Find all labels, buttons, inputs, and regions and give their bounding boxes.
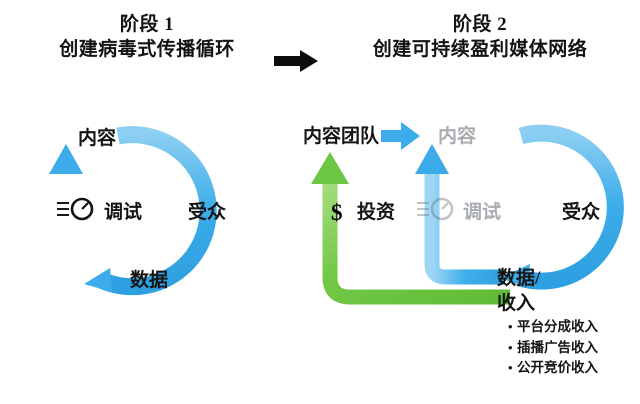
list-item: • 平台分成收入 [508,319,638,335]
list-item-label: 公开竞价收入 [517,360,598,376]
right-cycle-outer-arc [500,124,624,290]
right-cycle-feedback-arrow [415,144,505,285]
right-label-audience: 受众 [562,202,601,223]
left-label-tune: 调试 [104,202,143,223]
list-item: • 公开竞价收入 [508,361,638,376]
right-label-invest: 投资 [357,202,396,223]
stage-1-title: 阶段 1 创建病毒式传播循环 [22,12,272,62]
left-cycle-feedback-arrow [49,144,83,278]
investment-loop-arrow [311,152,510,305]
stage-2-title: 阶段 2 创建可持续盈利媒体网络 [330,12,630,62]
stage-2-title-line2: 创建可持续盈利媒体网络 [372,39,588,61]
revenue-items-list: • 平台分成收入 • 插播广告收入 • 公开竞价收入 [508,319,638,382]
right-label-content-team: 内容团队 [303,126,380,147]
stage-1-title-line2: 创建病毒式传播循环 [59,39,235,61]
bullet-icon: • [508,339,513,355]
right-speedometer-icon [416,196,460,222]
stage-header: 阶段 1 创建病毒式传播循环 阶段 2 创建可持续盈利媒体网络 [0,8,640,78]
diagram-vector-layer [49,122,624,305]
left-speedometer-icon [56,196,100,222]
stage-1-title-line1: 阶段 1 [119,14,175,35]
left-cycle-outer-arc [84,126,217,296]
right-label-revenue: 收入 [497,293,536,314]
list-item-label: 插播广告收入 [517,339,598,355]
left-label-audience: 受众 [188,202,227,223]
team-to-content-arrow-icon [381,122,420,150]
stage-transition-arrow-icon [272,48,322,74]
stage-2-title-line1: 阶段 2 [452,14,508,35]
right-label-data: 数据/ [497,268,541,289]
right-label-content: 内容 [438,126,477,147]
dollar-sign-icon: $ [331,200,343,225]
list-item-label: 平台分成收入 [517,319,598,334]
left-label-content: 内容 [78,128,117,149]
right-label-tune: 调试 [463,202,502,223]
left-label-data: 数据 [130,270,169,291]
bullet-icon: • [508,319,513,334]
bullet-icon: • [508,360,513,376]
diagram-canvas: 内容 调试 受众 数据 内容团队 内容 $ 投资 调试 受众 数据/ 收入 • … [0,92,640,404]
list-item: • 插播广告收入 [508,339,638,356]
